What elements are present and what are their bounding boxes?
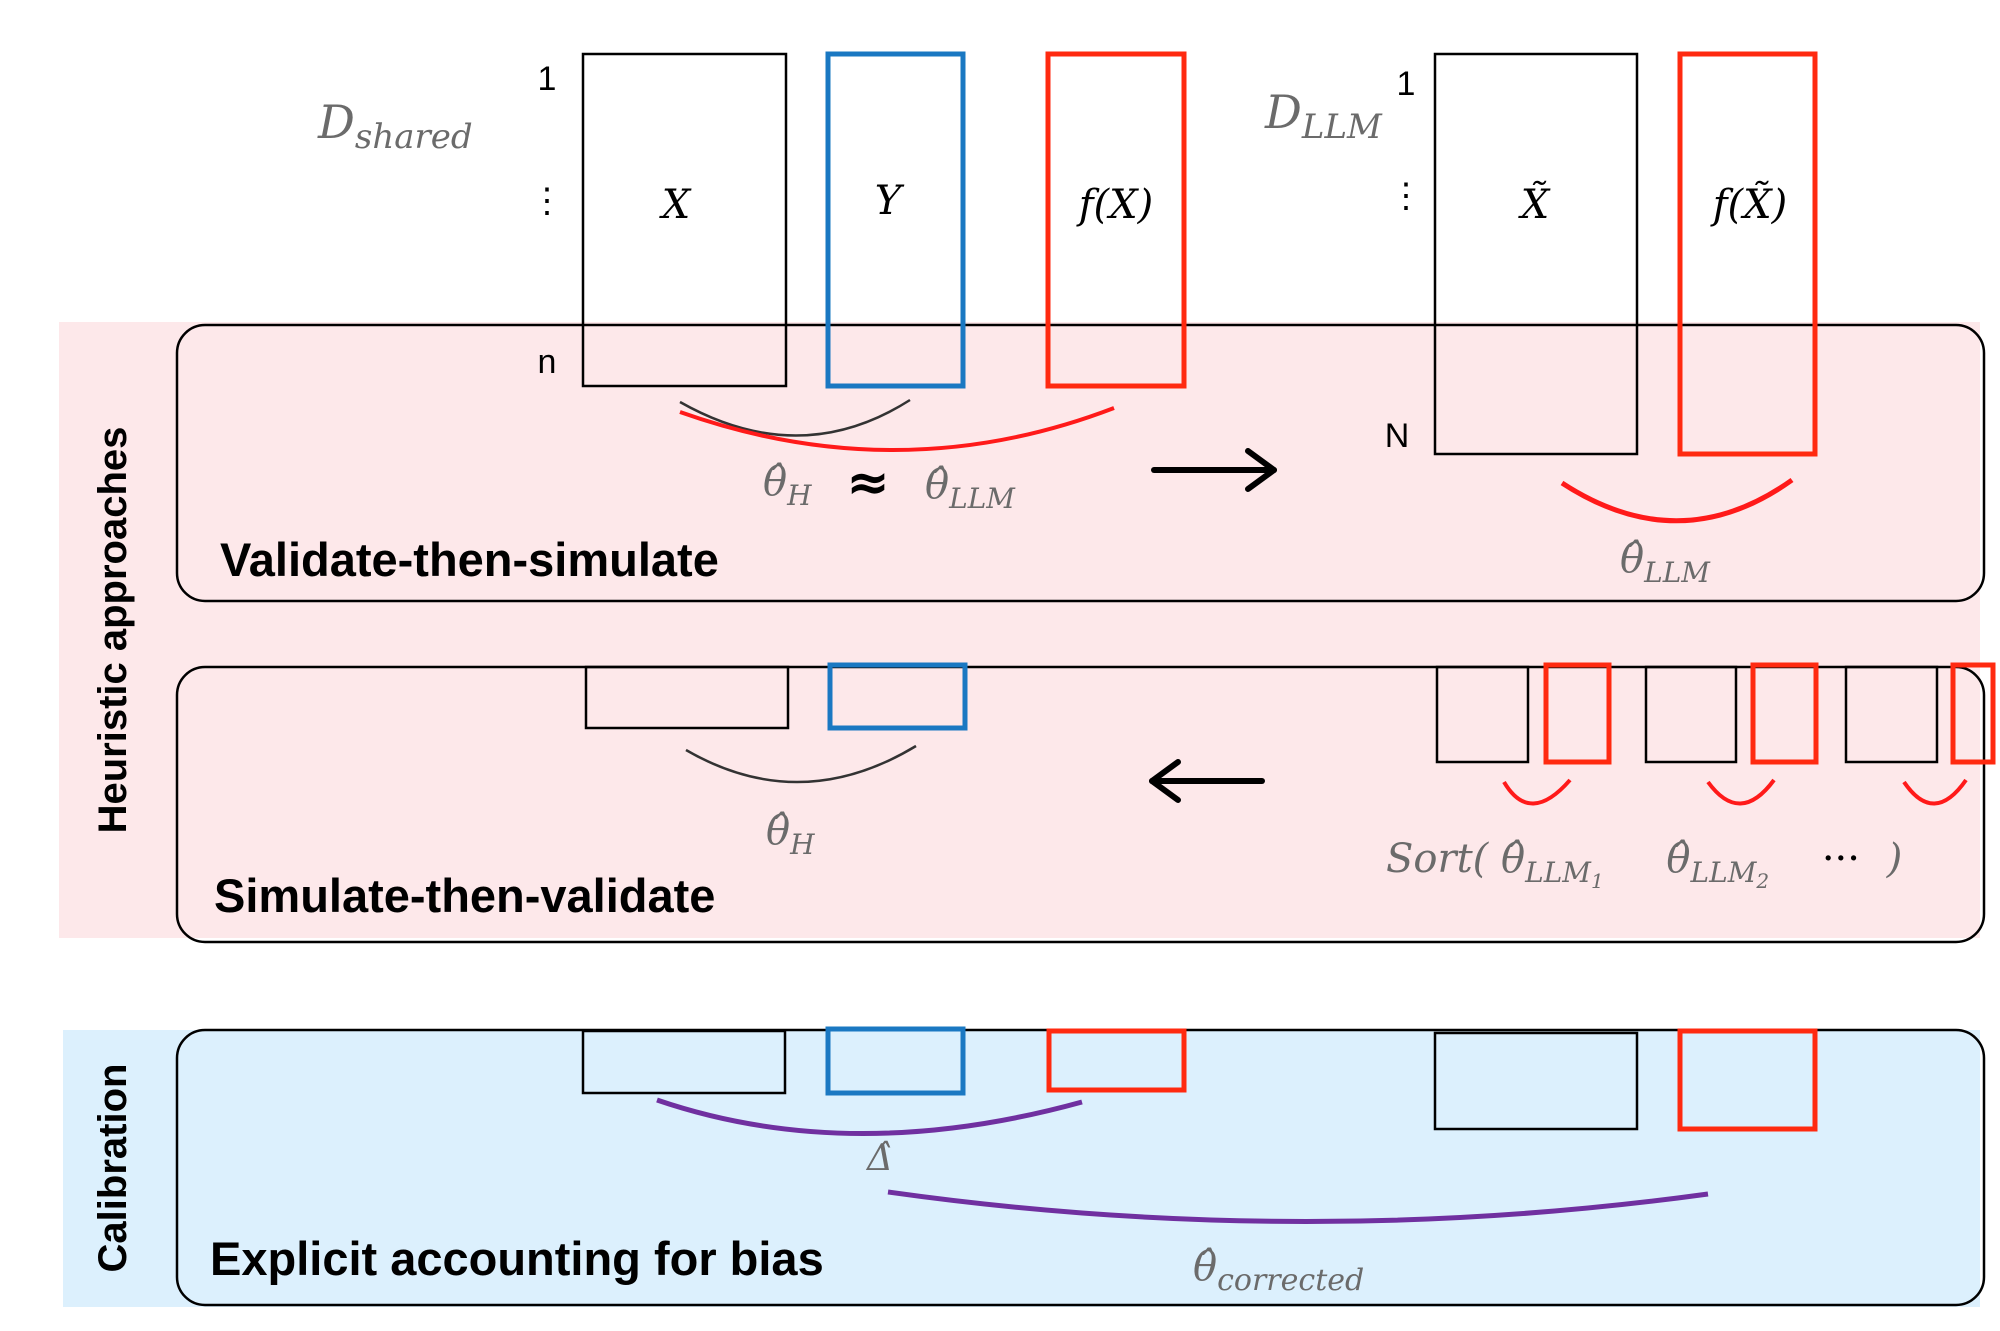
shared-fx-column [1045,51,1187,389]
row-index-last: n [538,343,557,381]
heuristic-approaches-label: Heuristic approaches [91,427,135,834]
left-arrow-icon [1149,759,1265,803]
calibration-y-box [825,1026,966,1096]
calibration-fx-tilde-box [1677,1028,1818,1132]
llm-estimate-arc [679,406,1115,452]
row-index-first: 1 [538,60,557,98]
calibration-label: Calibration [91,1064,135,1273]
calibration-x-box [581,1029,787,1095]
shared-fx-label: f(X) [1076,182,1154,228]
corrected-estimate-arc [887,1189,1709,1225]
llm-fx-tilde-label: f(X̃) [1710,181,1788,228]
validate-then-simulate-title: Validate-then-simulate [220,533,719,586]
validation-y-box [827,662,968,731]
d-shared-label: Dshared [317,95,473,157]
theta-corrected-estimate: θ̂corrected [1193,1244,1364,1298]
right-arrow-icon [1151,448,1277,492]
validation-human-arc [685,744,917,784]
simulation-run-2 [1644,662,1819,806]
validation-x-box [584,665,790,730]
llm-row-index-first: 1 [1397,65,1416,103]
d-llm-label: DLLM [1264,85,1383,147]
calibration-band [63,1030,1980,1307]
human-estimate-arc [679,398,911,437]
theta-h-validation: θ̂H [766,808,815,861]
llm-row-index-ellipsis: ⋮ [1389,177,1423,215]
delta-hat-estimate: Δ̂ [865,1138,893,1179]
llm-only-estimate-arc [1560,477,1794,524]
heuristic-approaches-band [59,322,1980,938]
calibration-x-tilde-box [1433,1031,1639,1131]
llm-fx-tilde-column [1677,51,1818,457]
bias-delta-arc [656,1097,1083,1136]
llm-x-tilde-label: X̃ [1518,181,1551,228]
shared-y-label: Y [875,178,905,224]
sort-expression: Sort( θ̂LLM1 θ̂LLM2 ··· ) [1386,836,1902,898]
simulation-run-1 [1435,662,1612,806]
validate-then-simulate-panel [175,323,1986,603]
explicit-accounting-title: Explicit accounting for bias [210,1232,824,1285]
shared-y-column [825,51,966,389]
theta-llm-estimate-left: θ̂LLM [925,462,1016,515]
calibration-fx-box [1046,1028,1187,1093]
row-index-ellipsis: ⋮ [530,182,564,220]
theta-h-estimate: θ̂H [763,459,812,512]
llm-row-index-last: N [1385,417,1410,455]
shared-x-label: X [659,182,692,228]
simulate-then-validate-title: Simulate-then-validate [214,869,715,922]
shared-x-column [581,52,788,388]
simulation-run-3 [1844,662,1996,806]
approx-symbol: ≈ [846,453,890,513]
llm-x-tilde-column [1433,52,1639,456]
simulate-then-validate-panel [175,665,1986,944]
theta-llm-estimate-right: θ̂LLM [1620,536,1711,589]
